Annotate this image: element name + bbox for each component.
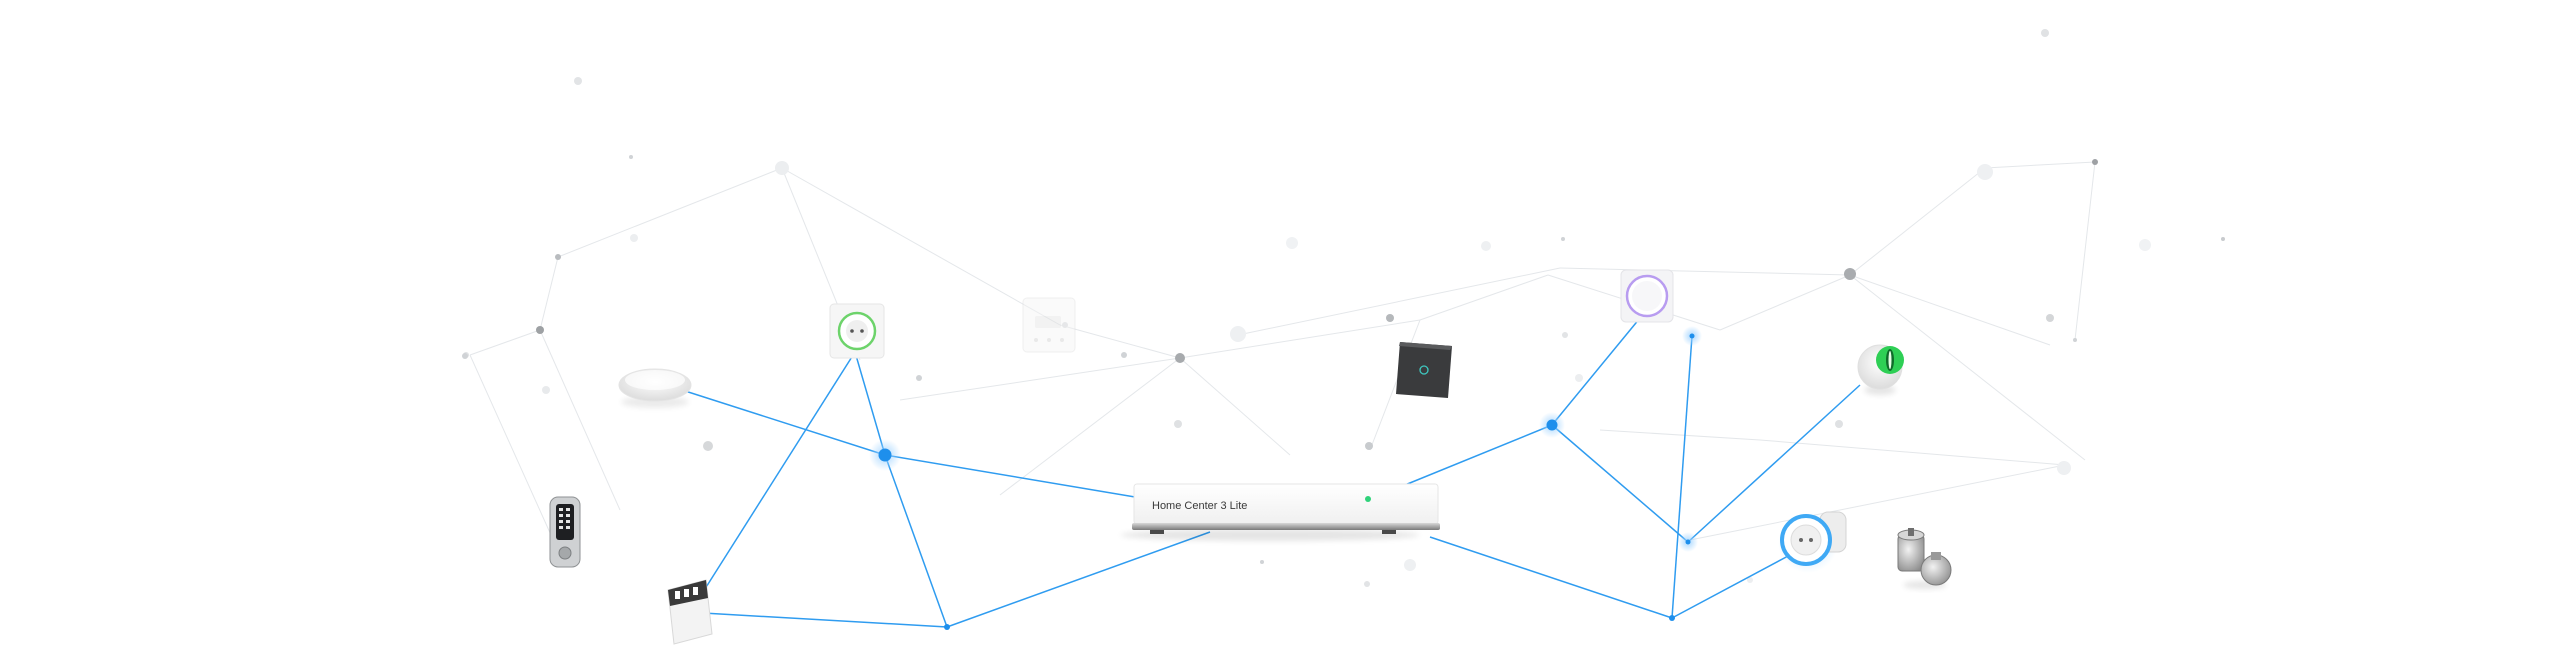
smart-implant-device[interactable] [1897, 528, 1952, 589]
relay-module-device[interactable] [667, 579, 713, 645]
flood-sensor-device[interactable] [618, 368, 692, 408]
home-center-hub[interactable]: Home Center 3 Lite [1120, 483, 1440, 541]
blue-nodes [869, 326, 1702, 630]
wall-plug-socket-device[interactable] [829, 303, 885, 359]
walli-switch-device[interactable] [1396, 342, 1452, 398]
heat-controller-device[interactable] [1022, 297, 1076, 353]
door-lock-device[interactable] [549, 496, 581, 568]
motion-sensor-device[interactable] [1857, 344, 1904, 395]
background-dots [462, 29, 2225, 587]
background-mesh [469, 161, 2096, 556]
dimmer-button-device[interactable] [1620, 269, 1674, 323]
blue-connections [681, 317, 1861, 628]
hub-status-led [1365, 496, 1371, 502]
plug-adapter-device[interactable] [1778, 511, 1847, 573]
hub-label: Home Center 3 Lite [1152, 500, 1247, 512]
